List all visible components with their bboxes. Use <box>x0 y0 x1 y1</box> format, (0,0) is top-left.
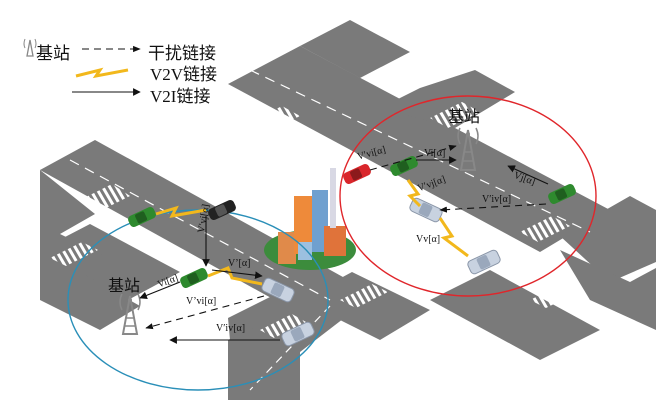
road-bottom-right-arm <box>430 270 600 360</box>
v2i-links <box>139 156 549 344</box>
interference-arrow <box>439 203 547 213</box>
legend-tower-icon <box>23 38 37 57</box>
legend-v2v-label: V2V链接 <box>150 65 218 84</box>
link-label: Vi[α] <box>424 148 446 159</box>
lane-marking <box>69 159 331 301</box>
v2v-links <box>155 179 469 286</box>
lane-marking <box>249 305 331 391</box>
car-green <box>390 155 418 177</box>
car-green <box>128 206 156 228</box>
road-main-diagonal <box>228 46 610 252</box>
road-bottom-center <box>300 272 430 340</box>
crosswalk <box>50 242 98 266</box>
right-base-station-tower <box>457 127 479 171</box>
building <box>294 196 312 254</box>
right-coverage-circle <box>339 95 597 297</box>
link-label: Vv[α] <box>416 234 441 245</box>
building <box>330 168 336 228</box>
link-label: V′iv[α] <box>216 323 246 334</box>
car-silver <box>467 249 501 275</box>
vehicles <box>128 155 576 347</box>
interference-arrow <box>145 295 265 330</box>
legend-v2v-bolt <box>75 67 129 79</box>
v2v-bolt <box>438 217 469 258</box>
legend-interference-label: 干扰链接 <box>148 44 216 64</box>
car-black <box>208 199 236 221</box>
crosswalk <box>520 216 570 242</box>
road-cross-diagonal <box>40 140 352 314</box>
v2i-arrow <box>139 281 181 300</box>
crosswalk <box>530 284 578 308</box>
road-upper-right-branch <box>380 70 515 128</box>
road-top-branch <box>300 20 410 78</box>
link-label: V’[α] <box>228 258 251 269</box>
crosswalk <box>430 102 480 128</box>
city-buildings <box>264 168 356 270</box>
left-base-station-label: 基站 <box>108 276 141 295</box>
crosswalk <box>255 106 300 130</box>
crosswalk <box>340 284 388 308</box>
car-green <box>548 183 576 205</box>
v2v-bolt <box>406 179 422 208</box>
car-silver <box>261 277 295 303</box>
road-network <box>40 20 656 400</box>
v2v-bolt <box>155 205 207 218</box>
v2i-arrow <box>507 165 549 185</box>
car-green <box>180 267 208 289</box>
car-silver <box>281 321 315 347</box>
car-red <box>343 163 371 185</box>
right-base-station-label: 基站 <box>448 107 481 126</box>
legend-graphics <box>23 38 141 96</box>
building <box>298 242 312 260</box>
road-main-diagonal-extension <box>560 196 656 282</box>
legend-interference-prefix: 基站 <box>36 44 70 64</box>
link-label: V′iv[α] <box>482 194 512 205</box>
left-base-station-tower <box>119 293 141 335</box>
building <box>324 226 346 256</box>
legend-v2i-label: V2I链接 <box>150 87 211 106</box>
crosswalk <box>260 314 306 338</box>
road-right-arm <box>560 250 656 330</box>
v2v-arrow <box>211 269 263 279</box>
v2v-bolt <box>207 266 263 286</box>
building <box>278 232 296 264</box>
interference-links <box>145 144 547 330</box>
interference-arrow <box>369 144 457 171</box>
link-label: V’vi[α] <box>186 296 217 307</box>
crosswalk <box>80 184 130 212</box>
